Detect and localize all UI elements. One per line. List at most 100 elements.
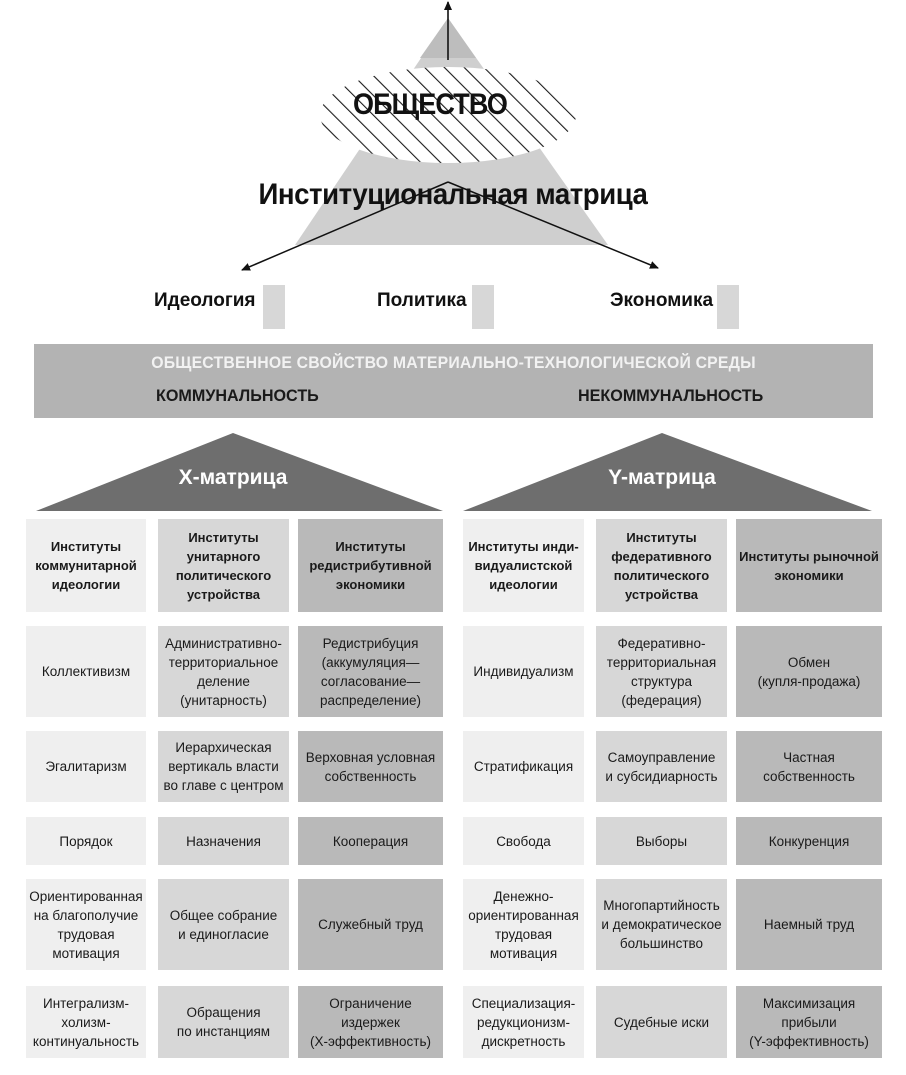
cell-line: Стратификация: [473, 759, 574, 774]
cell-text: Обращения по инстанциям: [177, 1003, 270, 1041]
cell-line: холизм-: [61, 1014, 111, 1030]
cell-line: континуальность: [32, 1033, 140, 1049]
y-matrix-cell-4-1: Судебные иски: [596, 986, 727, 1058]
cell-text: Наемный труд: [764, 915, 854, 934]
cell-line: Индивидуализм: [473, 664, 574, 679]
x-matrix-cell-4-0: Интегрализм-холизм-континуальность: [26, 986, 146, 1058]
cell-line: Редистрибуция: [322, 635, 419, 651]
cell-line: Институты: [335, 539, 406, 554]
cell-line: Верховная условная: [305, 749, 436, 765]
cell-line: собственность: [324, 768, 417, 784]
cell-line: Порядок: [59, 833, 113, 849]
x-matrix-title: Х-матрица: [178, 466, 288, 489]
society-ellipse: [320, 67, 576, 163]
y-matrix-cell-2-0: Свобода: [463, 817, 584, 865]
cell-line: Институты рыночной: [739, 548, 879, 564]
y-matrix-roof: [463, 433, 872, 511]
y-matrix-cell-2-2: Конкуренция: [736, 817, 882, 865]
cell-line: политического: [613, 567, 710, 583]
branch-ideology-box: [263, 285, 285, 329]
y-matrix-title: Y-матрица: [608, 466, 716, 489]
cell-line: Свобода: [496, 833, 551, 849]
cell-text: Кооперация: [333, 832, 408, 851]
society-label: ОБЩЕСТВО: [353, 88, 508, 121]
cell-line: и субсидиарность: [605, 768, 718, 784]
cell-line: Многопартийность: [603, 898, 720, 913]
cell-line: идеологии: [489, 577, 558, 592]
cell-line: устройства: [186, 586, 261, 602]
environment-property-band: ОБЩЕСТВЕННОЕ СВОЙСТВО МАТЕРИАЛЬНО-ТЕХНОЛ…: [34, 344, 873, 418]
cell-line: экономики: [774, 567, 844, 583]
cell-text: Эгалитаризм: [45, 757, 126, 776]
cell-line: унитарного: [186, 548, 261, 564]
x-matrix-cell-2-0: Порядок: [26, 817, 146, 865]
cell-text: Индивидуализм: [473, 662, 573, 681]
cell-line: Обмен: [787, 654, 831, 670]
band-heading: ОБЩЕСТВЕННОЕ СВОЙСТВО МАТЕРИАЛЬНО-ТЕХНОЛ…: [151, 353, 756, 372]
cell-line: коммунитарной: [35, 558, 137, 573]
cell-line: Ограничение: [329, 995, 412, 1011]
cell-line: и демократическое: [601, 917, 722, 932]
cell-text: Коллективизм: [42, 662, 130, 681]
x-matrix-cell-2-2: Кооперация: [298, 817, 443, 865]
cell-line: федеративного: [611, 548, 712, 564]
cell-line: на благополучие: [33, 907, 139, 923]
cell-line: трудовая: [494, 926, 553, 942]
cell-line: территориальное: [168, 654, 279, 670]
cell-line: деление: [197, 673, 250, 689]
cell-text: Интегрализм-холизм-континуальность: [33, 994, 139, 1051]
x-matrix-cell-1-2: Верховная условная собственность: [298, 731, 443, 802]
branch-economy: Экономика: [610, 290, 714, 311]
cell-line: (Y-эффективность): [749, 1033, 869, 1049]
cell-line: по инстанциям: [176, 1024, 271, 1039]
cell-line: (купля-продажа): [757, 673, 861, 689]
cell-line: видуалистской: [474, 558, 573, 573]
cell-line: Ориентированная: [29, 888, 143, 904]
arrow-left: [241, 181, 449, 271]
cell-line: прибыли: [781, 1014, 837, 1030]
y-matrix-header-2: Институты рыночной экономики: [736, 519, 882, 612]
cell-line: собственность: [763, 768, 855, 784]
cell-line: (аккумуляция—: [321, 654, 420, 670]
x-matrix-roof: [36, 433, 443, 511]
band-communality: КОММУНАЛЬНОСТЬ: [156, 386, 319, 405]
cell-text: Служебный труд: [318, 915, 423, 934]
cell-line: и единогласие: [178, 926, 269, 942]
cell-text: Обмен (купля-продажа): [758, 653, 861, 691]
cell-line: Федеративно-: [617, 635, 706, 651]
cell-text: Порядок: [59, 832, 112, 851]
cell-line: издержек: [341, 1014, 400, 1030]
x-matrix-cell-3-2: Служебный труд: [298, 879, 443, 970]
cell-line: Обращения: [186, 1005, 261, 1020]
cell-line: идеологии: [51, 577, 121, 592]
branch-politics-box: [472, 285, 494, 329]
y-matrix-cell-0-0: Индивидуализм: [463, 626, 584, 717]
cell-line: Судебные иски: [613, 1014, 710, 1030]
cell-line: Институты инди-: [468, 539, 579, 554]
cell-line: Эгалитаризм: [45, 759, 127, 774]
cell-text: Институты рыночной экономики: [739, 547, 879, 585]
y-matrix-cell-4-0: Специализация-редукционизм-дискретность: [463, 986, 584, 1058]
cell-line: устройства: [624, 586, 698, 602]
cell-line: структура: [630, 673, 693, 689]
cell-line: Интегрализм-: [42, 995, 130, 1011]
